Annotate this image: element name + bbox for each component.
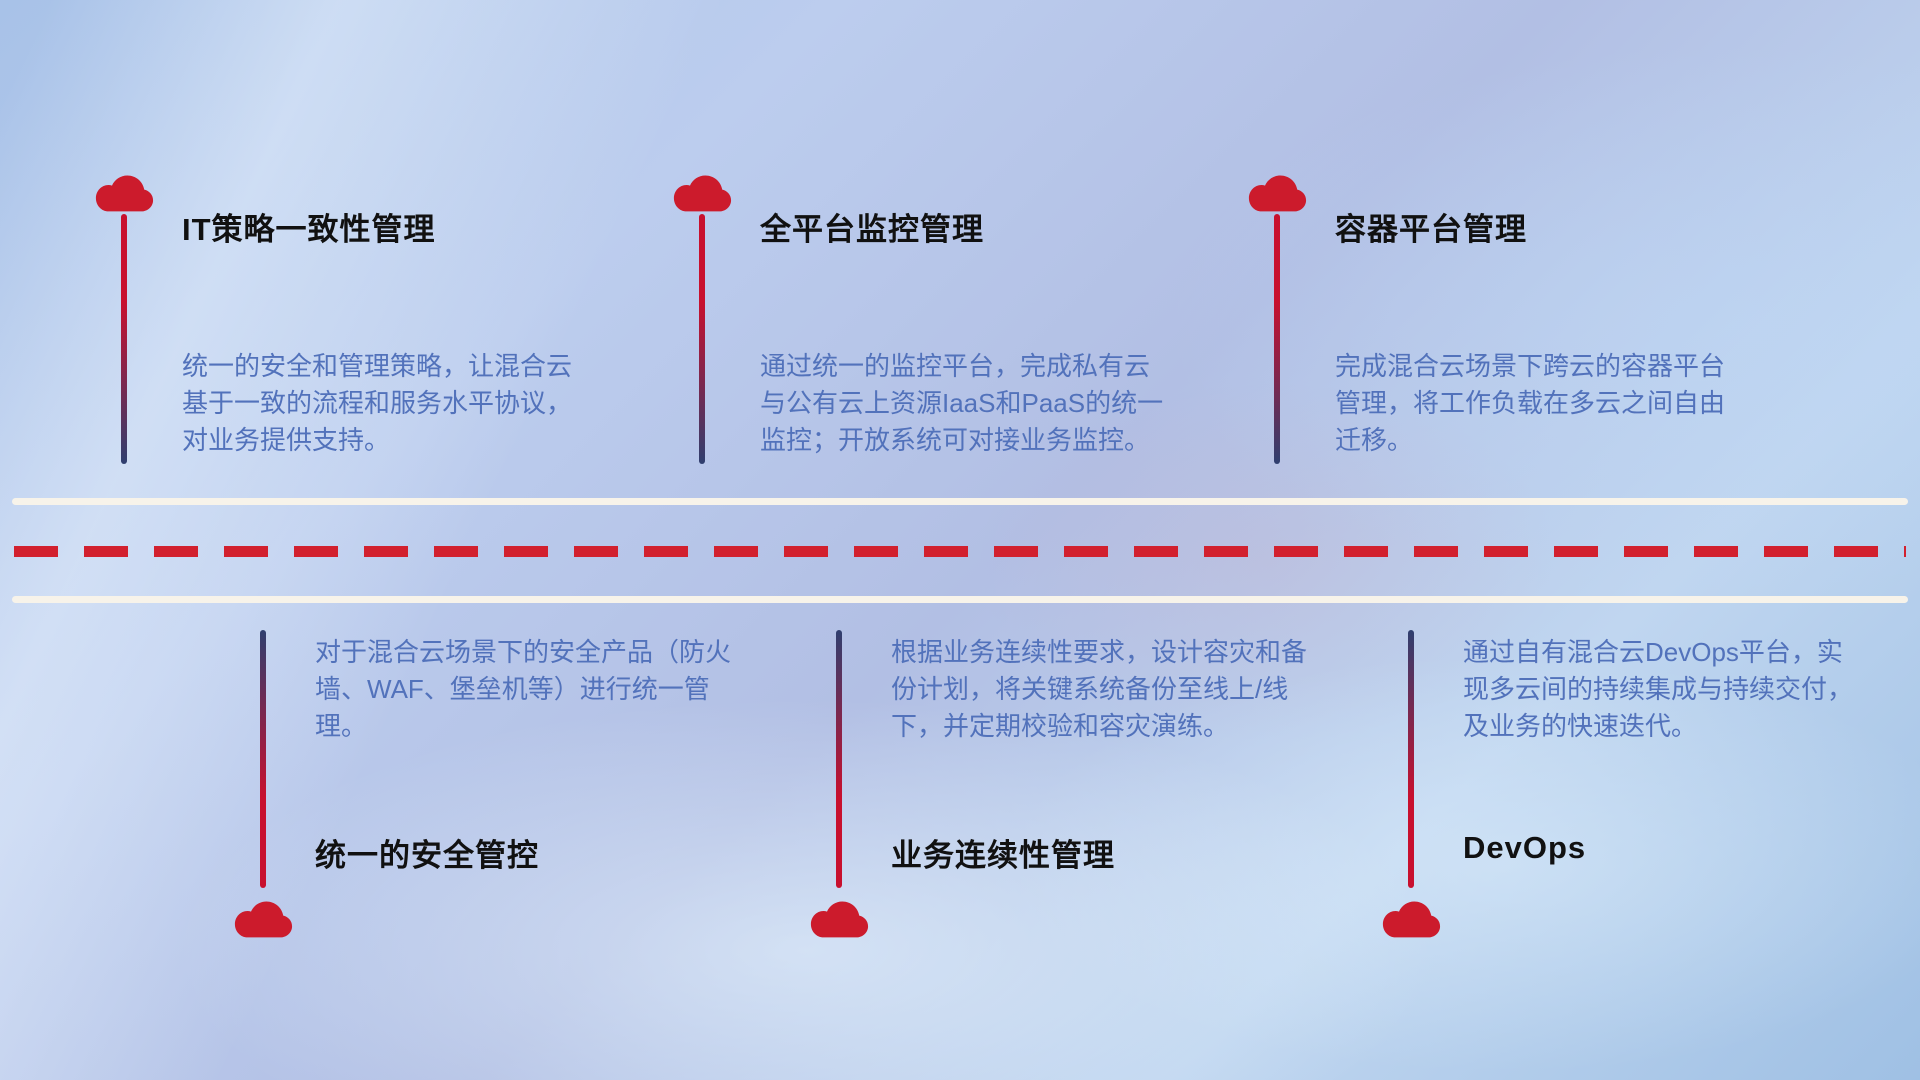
cloud-icon <box>1246 170 1308 214</box>
cloud-icon <box>93 170 155 214</box>
connector-line <box>1408 630 1414 888</box>
item-title: IT策略一致性管理 <box>182 212 436 247</box>
item-title: 全平台监控管理 <box>760 212 984 247</box>
connector-line <box>260 630 266 888</box>
item-description: 统一的安全和管理策略，让混合云基于一致的流程和服务水平协议，对业务提供支持。 <box>182 351 573 455</box>
item-title: 容器平台管理 <box>1335 212 1527 247</box>
item-title: 业务连续性管理 <box>891 838 1115 873</box>
cloud-icon <box>671 170 733 214</box>
item-description: 对于混合云场景下的安全产品（防火墙、WAF、堡垒机等）进行统一管理。 <box>315 637 732 741</box>
item-description: 通过自有混合云DevOps平台，实现多云间的持续集成与持续交付，及业务的快速迭代… <box>1463 637 1854 741</box>
road-line-top <box>12 498 1908 505</box>
cloud-icon <box>1380 896 1442 940</box>
item-title: 统一的安全管控 <box>315 838 539 873</box>
cloud-icon <box>232 896 294 940</box>
road-dashed-line <box>14 546 1906 557</box>
connector-line <box>836 630 842 888</box>
road-line-bottom <box>12 596 1908 603</box>
connector-line <box>121 214 127 464</box>
item-title: DevOps <box>1463 830 1587 865</box>
item-description: 根据业务连续性要求，设计容灾和备份计划，将关键系统备份至线上/线下，并定期校验和… <box>891 637 1308 741</box>
connector-line <box>699 214 705 464</box>
item-description: 通过统一的监控平台，完成私有云与公有云上资源IaaS和PaaS的统一监控；开放系… <box>760 351 1164 455</box>
cloud-icon <box>808 896 870 940</box>
item-description: 完成混合云场景下跨云的容器平台管理，将工作负载在多云之间自由迁移。 <box>1335 351 1726 455</box>
connector-line <box>1274 214 1280 464</box>
